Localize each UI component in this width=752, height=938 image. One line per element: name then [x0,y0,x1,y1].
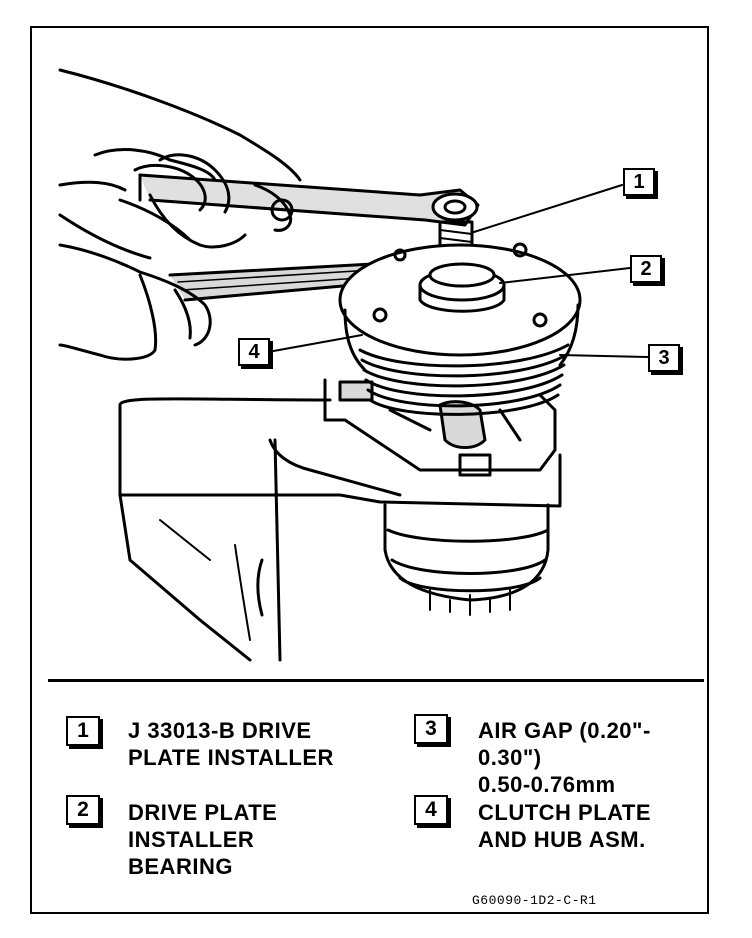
mount-bracket [118,397,562,662]
legend-text-4: CLUTCH PLATE AND HUB ASM. [478,800,652,852]
legend-text-3: AIR GAP (0.20"- 0.30") 0.50-0.76mm [478,718,651,797]
legend-number-3: 3 [414,714,448,744]
box-wrench [138,173,480,227]
callout-3: 3 [648,344,680,372]
callout-1: 1 [623,168,655,196]
compressor-clutch-illustration [58,68,649,662]
leader-lines [267,184,649,358]
callout-2: 2 [630,255,662,283]
figure-code: G60090-1D2-C-R1 [472,893,597,908]
upper-hand [58,68,302,260]
callout-4: 4 [238,338,270,366]
lower-hand [58,243,212,361]
legend-number-1: 1 [66,716,100,746]
legend-number-4: 4 [414,795,448,825]
compressor-body [323,378,557,477]
legend-number-2: 2 [66,795,100,825]
drive-plate [338,242,582,357]
figure-frame [30,26,709,914]
divider-rule [48,679,704,682]
legend-text-1: J 33013-B DRIVE PLATE INSTALLER [128,718,334,770]
legend-text-2: DRIVE PLATE INSTALLER BEARING [128,800,278,879]
lower-housing [383,503,550,616]
pulley [343,303,580,416]
